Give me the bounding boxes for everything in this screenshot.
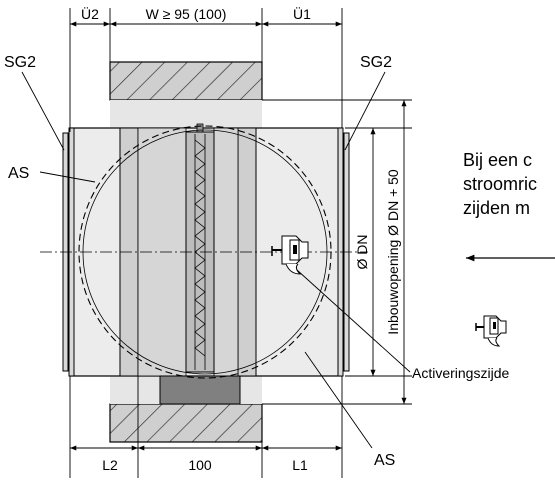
bottom-dimensions (69, 376, 343, 478)
wall-top (109, 61, 263, 101)
wall-bottom (109, 403, 263, 443)
dim-l2-label: L2 (102, 457, 118, 473)
label-sg2-left: SG2 (4, 54, 36, 71)
label-as-left: AS (8, 165, 29, 182)
damper-blade (185, 123, 215, 373)
top-dimensions (69, 8, 343, 132)
side-note-line-2: stroomric (463, 174, 538, 194)
label-sg2-right: SG2 (360, 54, 392, 71)
label-activation-side: Activeringszijde (412, 365, 509, 381)
label-as-bottom: AS (374, 452, 395, 469)
wall-gap-top (110, 100, 262, 128)
side-note: Bij een c stroomric zijden m (463, 148, 555, 238)
leader-lines (21, 71, 411, 449)
activation-side-icon (475, 315, 507, 347)
dim-u2-label: Ü2 (81, 5, 99, 22)
dim-u1-label: Ü1 (293, 5, 311, 22)
dim-dn-label: Ø DN (354, 235, 370, 270)
dim-width-label: W ≥ 95 (100) (146, 6, 227, 22)
dim-l1-label: L1 (292, 457, 308, 473)
dim-opening-label: Inbouwopening Ø DN + 50 (385, 169, 401, 335)
mechanism-block (159, 375, 241, 405)
activation-mechanism-icon (271, 235, 309, 275)
dim-center-label: 100 (188, 457, 212, 473)
side-note-line-1: Bij een c (463, 150, 533, 170)
side-note-line-3: zijden m (463, 198, 531, 218)
